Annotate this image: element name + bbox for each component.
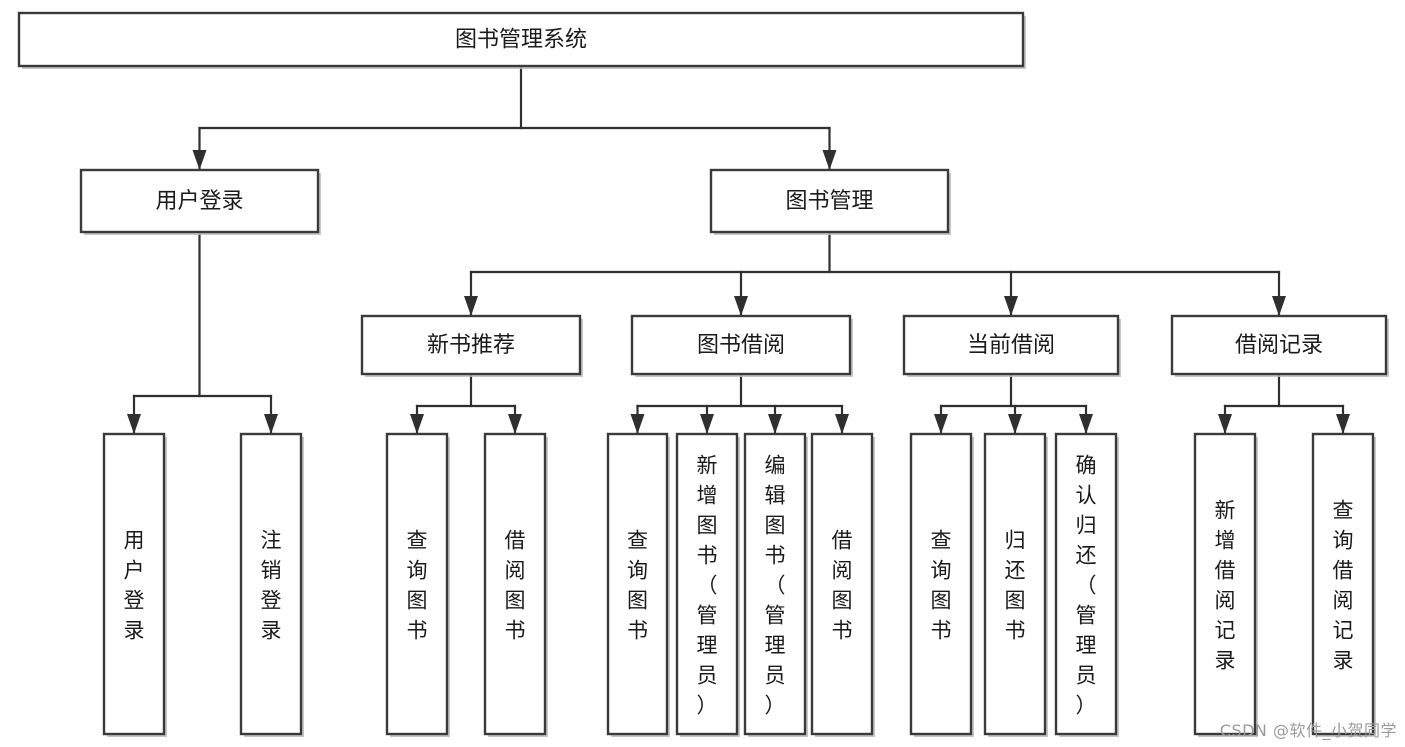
node-leaf-logout-login[interactable]: 注销登录 [239,432,304,737]
node-leaf-user-login[interactable]: 用户登录 [102,432,167,737]
arrow-head-icon [822,150,837,170]
node-leaf-borrow-book-1[interactable]: 借阅图书 [483,432,548,737]
node-leaf-add-book[interactable]: 新增图书（管理员） [675,432,740,737]
node-layer: 图书管理系统用户登录图书管理新书推荐图书借阅当前借阅借阅记录用户登录注销登录查询… [17,11,1389,737]
node-leaf-query-book-3[interactable]: 查询图书 [909,432,974,737]
node-label: 图书管理系统 [455,28,587,53]
node-leaf-return-book[interactable]: 归还图书 [983,432,1048,737]
arrow-head-icon [630,414,645,434]
node-label: 新增借阅记录 [1215,498,1236,672]
node-new-book-recommend[interactable]: 新书推荐 [360,314,583,377]
node-book-borrow[interactable]: 图书借阅 [630,314,853,377]
node-label: 借阅图书 [505,528,526,642]
node-leaf-query-book-2[interactable]: 查询图书 [606,432,670,737]
node-rect[interactable] [17,11,1025,68]
node-label: 借阅记录 [1235,333,1323,358]
node-rect[interactable] [606,432,669,736]
node-label: 图书管理 [785,189,873,214]
node-rect[interactable] [1054,432,1118,736]
arrow-head-icon [1079,414,1093,434]
node-label: 查询图书 [931,528,952,642]
node-rect[interactable] [1170,314,1388,376]
node-leaf-confirm-return[interactable]: 确认归还（管理员） [1054,432,1119,737]
node-label: 新书推荐 [427,333,515,358]
node-label: 借阅图书 [832,528,853,642]
node-leaf-query-record[interactable]: 查询借阅记录 [1311,432,1376,737]
node-label: 查询借阅记录 [1333,498,1354,672]
arrow-head-icon [1336,414,1350,434]
node-rect[interactable] [239,432,303,736]
node-leaf-edit-book[interactable]: 编辑图书（管理员） [743,432,808,737]
node-label: 用户登录 [155,189,243,214]
node-rect[interactable] [483,432,547,736]
arrow-head-icon [1218,414,1232,434]
node-rect[interactable] [810,432,874,736]
arrow-head-icon [508,414,522,434]
node-leaf-add-record[interactable]: 新增借阅记录 [1193,432,1258,737]
node-leaf-query-book-1[interactable]: 查询图书 [385,432,450,737]
connector-layer [127,64,1350,436]
node-rect[interactable] [630,314,852,376]
arrow-head-icon [464,296,478,316]
node-rect[interactable] [79,168,320,234]
arrow-head-icon [1004,296,1018,316]
arrow-head-icon [264,414,278,434]
arrow-head-icon [1008,414,1022,434]
node-rect[interactable] [1311,432,1375,736]
arrow-head-icon [410,414,424,434]
node-rect[interactable] [902,314,1120,376]
arrow-head-icon [1272,296,1286,316]
node-label: 当前借阅 [967,333,1055,358]
node-label: 新增图书（管理员） [697,453,718,717]
node-label: 图书借阅 [697,333,785,358]
node-user-login[interactable]: 用户登录 [79,168,321,235]
node-label: 确认归还（管理员） [1076,453,1097,717]
node-current-borrow[interactable]: 当前借阅 [902,314,1121,377]
node-label: 查询图书 [407,528,428,642]
arrow-head-icon [192,150,207,170]
arrow-head-icon [734,296,748,316]
arrow-head-icon [700,414,714,434]
watermark-label: CSDN @软件_小贺同学 [1219,721,1397,740]
node-root[interactable]: 图书管理系统 [17,11,1026,69]
arrow-head-icon [934,414,948,434]
node-label: 注销登录 [261,528,282,642]
node-label: 编辑图书（管理员） [765,453,786,717]
node-label: 用户登录 [124,528,145,642]
node-label: 归还图书 [1005,528,1026,642]
node-rect[interactable] [1193,432,1257,736]
arrow-head-icon [127,414,141,434]
node-rect[interactable] [709,168,950,234]
node-rect[interactable] [675,432,739,736]
node-rect[interactable] [909,432,973,736]
node-rect[interactable] [360,314,582,376]
arrow-head-icon [835,414,849,434]
node-rect[interactable] [102,432,166,736]
node-label: 查询图书 [627,528,648,642]
node-leaf-borrow-book-2[interactable]: 借阅图书 [810,432,875,737]
node-rect[interactable] [983,432,1047,736]
arrow-head-icon [768,414,782,434]
node-rect[interactable] [743,432,807,736]
node-borrow-record[interactable]: 借阅记录 [1170,314,1389,377]
node-book-manage[interactable]: 图书管理 [709,168,951,235]
node-rect[interactable] [385,432,449,736]
